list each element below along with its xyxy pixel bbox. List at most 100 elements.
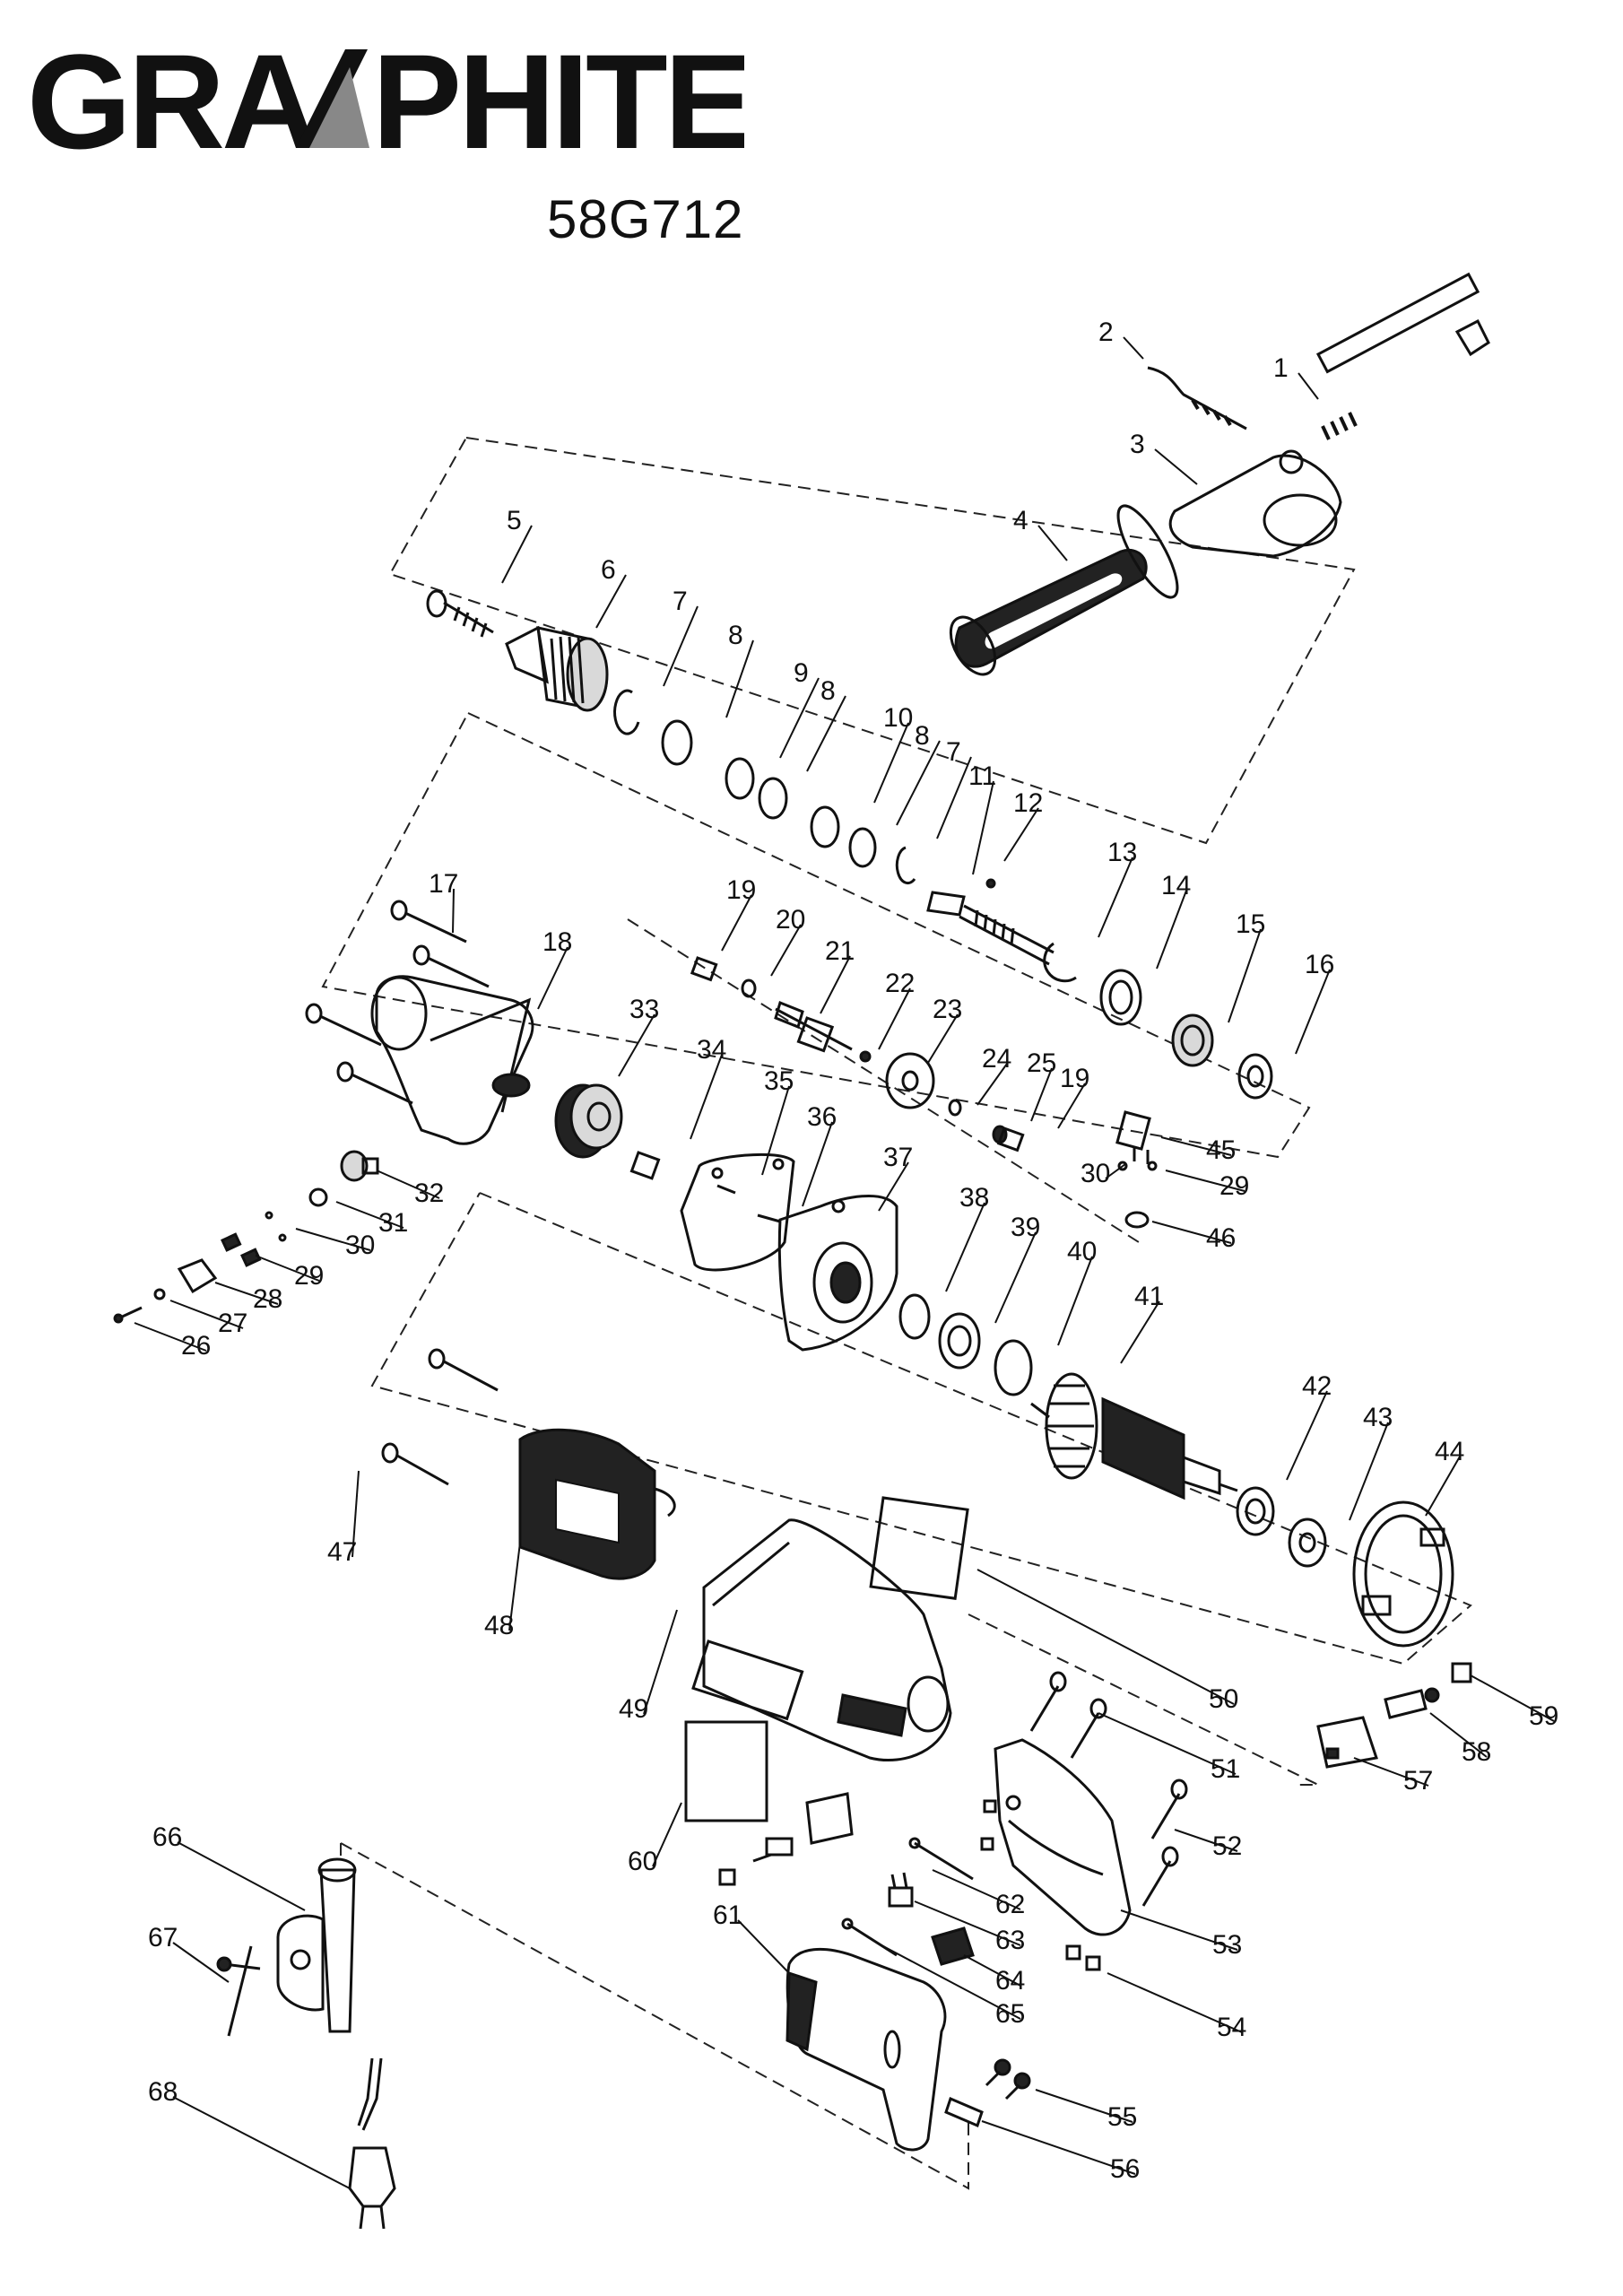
leader-line — [1098, 857, 1133, 938]
leader-line — [882, 1945, 1021, 2020]
leader-line — [963, 1954, 1021, 1987]
callout-36: 36 — [802, 1102, 837, 1207]
callout-39: 39 — [994, 1213, 1040, 1324]
callout-label: 61 — [713, 1900, 742, 1930]
leader-line — [878, 1161, 909, 1212]
leader-line — [1003, 807, 1039, 862]
callout-31: 31 — [335, 1201, 408, 1238]
callout-label: 15 — [1236, 909, 1265, 939]
callout-67: 67 — [148, 1923, 230, 1983]
callout-37: 37 — [878, 1143, 913, 1212]
svg-text:PHITE: PHITE — [372, 36, 744, 166]
graphite-logo: GRA PHITE — [27, 36, 744, 166]
callout-20: 20 — [770, 905, 805, 977]
callout-23: 23 — [927, 995, 962, 1064]
part-1-side-handle-bolt — [1315, 272, 1490, 440]
part-19-bushing-2 — [996, 1126, 1025, 1152]
leader-line — [1298, 372, 1319, 400]
callout-27: 27 — [169, 1300, 247, 1338]
part-57-switch — [1316, 1716, 1378, 1769]
callout-label: 20 — [776, 905, 805, 935]
part-17-screws — [305, 900, 490, 1105]
part-19-bushing — [690, 956, 718, 982]
callout-22: 22 — [878, 969, 915, 1050]
callout-7: 7 — [663, 587, 699, 687]
leader-line — [976, 1569, 1235, 1705]
callout-label: 27 — [218, 1309, 247, 1338]
part-50-label — [869, 1496, 969, 1600]
callout-17: 17 — [429, 869, 458, 934]
callout-7: 7 — [936, 737, 972, 839]
callout-55: 55 — [1035, 2089, 1137, 2132]
callout-46: 46 — [1151, 1221, 1236, 1253]
part-6-drill-chuck — [505, 625, 609, 712]
callout-label: 9 — [794, 658, 809, 688]
callout-1: 1 — [1273, 353, 1319, 400]
callout-label: 26 — [181, 1331, 211, 1361]
callout-28: 28 — [214, 1282, 282, 1314]
leader-line — [914, 1900, 1021, 1946]
callout-label: 32 — [414, 1178, 444, 1208]
callout-19: 19 — [1057, 1064, 1089, 1129]
part-43-washer — [1288, 1518, 1327, 1568]
part-40-o-ring — [994, 1339, 1033, 1396]
callout-30: 30 — [1081, 1159, 1126, 1188]
leader-line — [537, 946, 568, 1010]
callout-47: 47 — [327, 1470, 360, 1567]
part-33-large-gear — [554, 1083, 623, 1159]
callout-label: 17 — [429, 869, 458, 899]
callout-label: 39 — [1011, 1213, 1040, 1242]
leader-line — [779, 677, 820, 759]
part-36-pin — [716, 1184, 781, 1223]
part-22-key — [859, 1050, 872, 1063]
callout-10: 10 — [873, 703, 913, 804]
part-8-washer-3 — [848, 827, 877, 868]
part-53-handle-half — [994, 1738, 1132, 1936]
callout-label: 24 — [982, 1044, 1011, 1074]
callout-8: 8 — [896, 721, 941, 826]
part-9-washer — [725, 757, 755, 800]
callout-label: 5 — [507, 506, 522, 535]
callout-label: 19 — [726, 875, 756, 905]
callout-29: 29 — [1165, 1170, 1249, 1201]
callout-44: 44 — [1425, 1437, 1464, 1517]
callout-label: 1 — [1273, 353, 1289, 383]
leader-line — [1035, 2089, 1133, 2123]
part-14-bearing — [1099, 969, 1142, 1026]
callout-9: 9 — [779, 658, 820, 759]
leader-line — [214, 1282, 279, 1305]
callout-14: 14 — [1156, 871, 1191, 970]
part-switch-box — [805, 1792, 854, 1845]
leader-line — [770, 924, 802, 977]
callout-62: 62 — [932, 1869, 1025, 1919]
callout-label: 6 — [601, 555, 616, 585]
leader-line — [1349, 1422, 1389, 1521]
leader-line — [1470, 1674, 1555, 1722]
leader-line — [335, 1201, 404, 1229]
part-switch-lever — [752, 1837, 794, 1863]
leader-line — [1037, 525, 1068, 561]
part-66-auxiliary-handle — [276, 1857, 357, 2033]
model-number: 58G712 — [547, 189, 744, 249]
callout-38: 38 — [945, 1183, 989, 1292]
part-3-handle-clamp — [1168, 449, 1342, 558]
callout-label: 50 — [1209, 1684, 1238, 1714]
part-31-washer — [308, 1187, 328, 1207]
leader-line — [873, 722, 909, 804]
leader-line — [452, 888, 455, 934]
part-64-switch-lock — [931, 1926, 975, 1966]
part-54-nuts — [980, 1799, 1101, 1971]
leader-line — [981, 2120, 1136, 2175]
part-24-circlip — [948, 1099, 962, 1117]
leader-line — [896, 740, 941, 826]
callout-51: 51 — [1098, 1712, 1240, 1784]
callout-label: 30 — [345, 1231, 375, 1260]
part-29-spring — [221, 1232, 262, 1267]
part-68-power-cord — [348, 2057, 396, 2230]
callout-53: 53 — [1120, 1909, 1242, 1960]
leader-line — [169, 1300, 244, 1329]
leader-line — [1030, 1067, 1053, 1122]
callout-34: 34 — [690, 1035, 726, 1140]
callout-label: 23 — [933, 995, 962, 1024]
